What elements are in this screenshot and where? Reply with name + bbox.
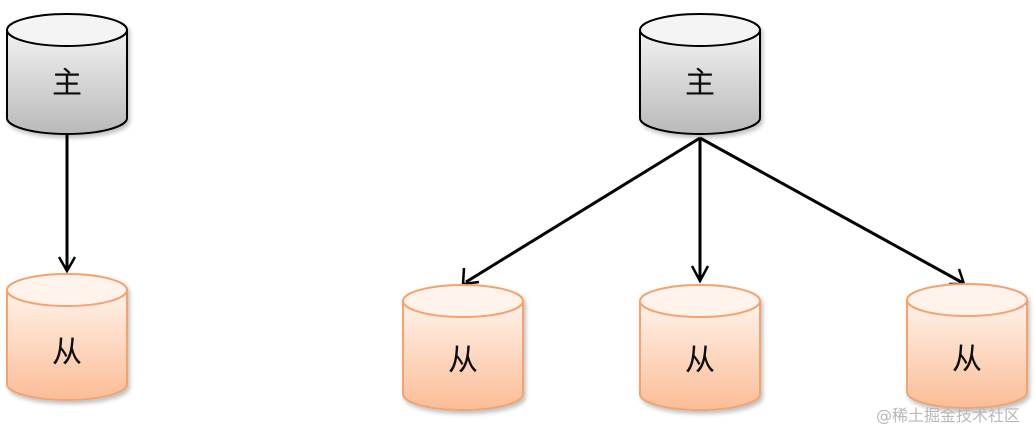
arrow-right-master-to-slave-1	[465, 136, 701, 284]
database-slave-right-3-label: 从	[952, 342, 982, 377]
arrowhead-right-2	[690, 265, 710, 284]
database-slave-left-label: 从	[52, 335, 82, 370]
database-master-left-label: 主	[52, 66, 82, 101]
replication-arrows	[57, 135, 966, 286]
arrow-right-master-to-slave-3	[699, 136, 964, 285]
database-slave-right-1: 从	[402, 284, 524, 411]
database-master-right: 主	[639, 13, 761, 135]
watermark: @稀土掘金技术社区	[875, 406, 1020, 425]
database-slave-left: 从	[6, 273, 128, 401]
database-slave-right-2-label: 从	[685, 343, 715, 378]
database-slave-right-1-label: 从	[448, 343, 478, 378]
database-master-left: 主	[6, 13, 128, 135]
database-slave-right-3: 从	[906, 283, 1028, 409]
database-slave-right-2: 从	[639, 284, 761, 411]
database-master-right-label: 主	[685, 66, 715, 101]
arrowhead-left	[57, 256, 77, 274]
